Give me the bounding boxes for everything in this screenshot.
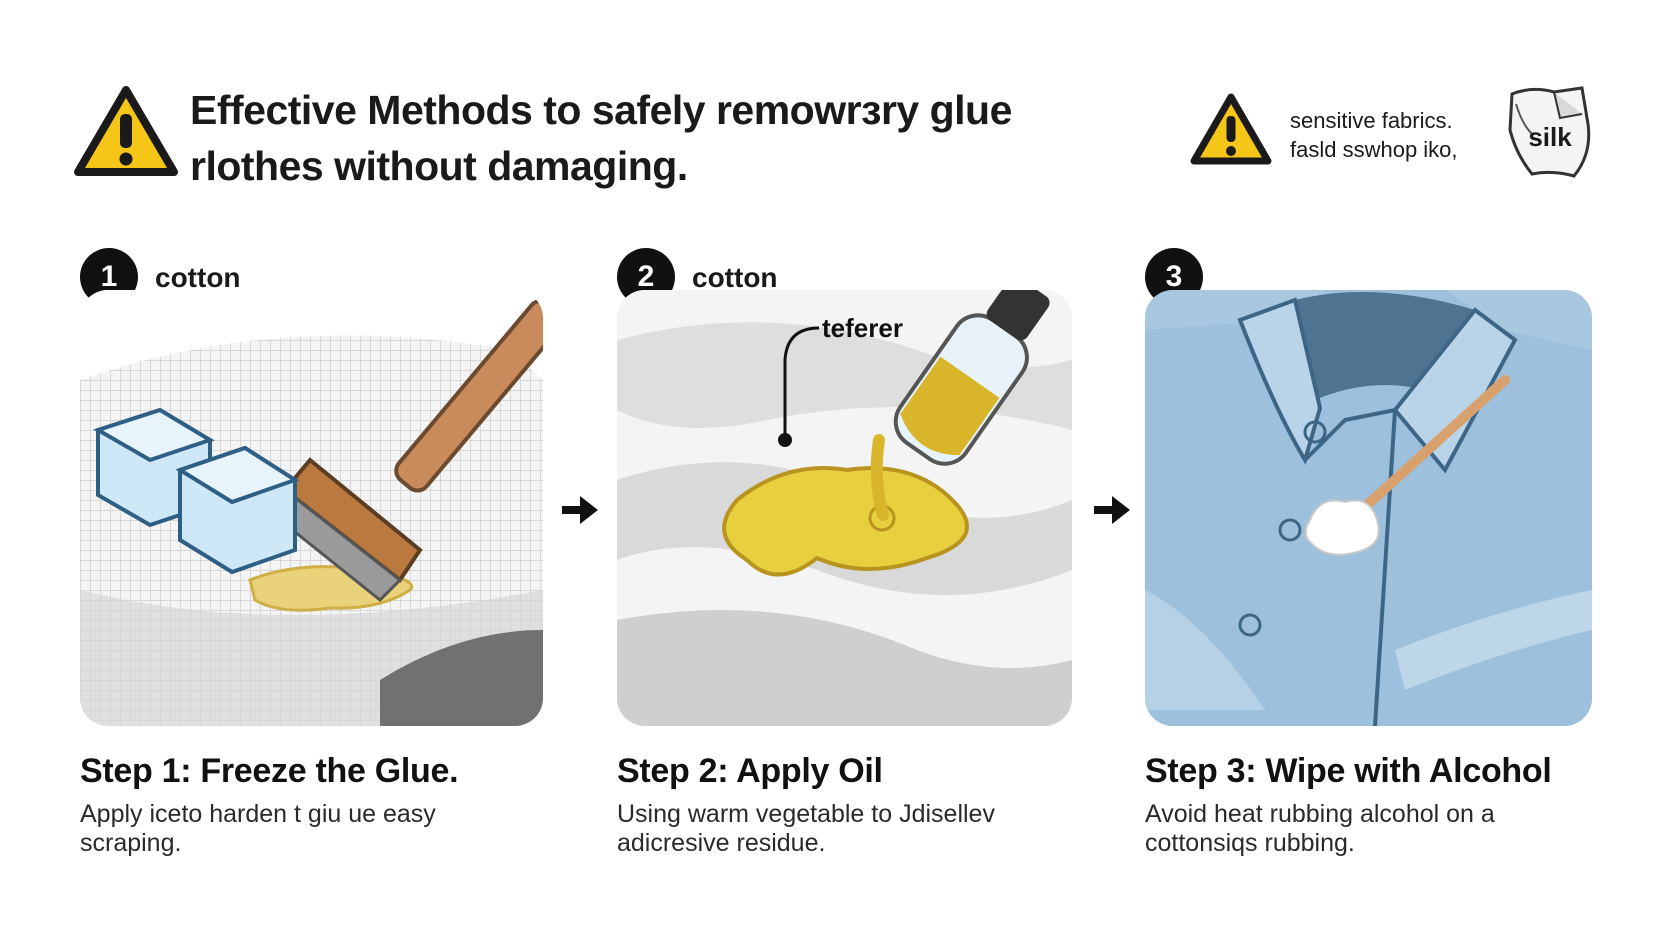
- step-3-desc-line-1: Avoid heat rubbing alcohol on a: [1145, 800, 1495, 828]
- arrow-right-icon: [1094, 496, 1130, 524]
- step-3-description: Avoid heat rubbing alcohol on a cottonsi…: [1145, 800, 1605, 858]
- step-1-title: Step 1: Freeze the Glue.: [80, 752, 459, 790]
- step-3-desc-line-2: cottonsiqs rubbing.: [1145, 829, 1355, 857]
- title-line-1: Effective Methods to safely remowrзry gl…: [190, 87, 1012, 133]
- step-2-desc-line-2: adicresive residue.: [617, 829, 826, 857]
- page-title: Effective Methods to safely remowrзry gl…: [190, 82, 1070, 194]
- step-3-title: Step 3: Wipe with Alcohol: [1145, 752, 1552, 790]
- step-2-desc-line-1: Using warm vegetable to Jdisellev: [617, 800, 995, 828]
- note-line-2: fasld sswhop iko,: [1290, 137, 1458, 162]
- step-3-illustration: [1145, 290, 1592, 726]
- warning-triangle-icon: [1190, 93, 1272, 165]
- step-2-illustration: teferer: [617, 290, 1072, 726]
- step-1-fabric-label: cotton: [155, 262, 241, 293]
- step-1-desc-line-2: scraping.: [80, 829, 182, 857]
- step-1-desc-line-1: Apply iceto harden t giu ue easy: [80, 800, 436, 828]
- sensitive-fabrics-note: sensitive fabrics. fasld sswhop iko,: [1290, 106, 1510, 164]
- warning-triangle-icon: [74, 86, 178, 176]
- silk-tag-label: silk: [1528, 122, 1572, 152]
- silk-fabric-icon: silk: [1502, 84, 1594, 182]
- step-1-illustration: [80, 290, 543, 726]
- arrow-right-icon: [562, 496, 598, 524]
- note-line-1: sensitive fabrics.: [1290, 108, 1453, 133]
- title-line-2: rlothes without damaging.: [190, 143, 688, 189]
- step-2-fabric-label: cotton: [692, 262, 778, 293]
- oil-callout-label: teferer: [822, 313, 903, 343]
- step-2-title: Step 2: Apply Oil: [617, 752, 883, 790]
- step-1-description: Apply iceto harden t giu ue easy scrapin…: [80, 800, 540, 858]
- step-2-description: Using warm vegetable to Jdisellev adicre…: [617, 800, 1077, 858]
